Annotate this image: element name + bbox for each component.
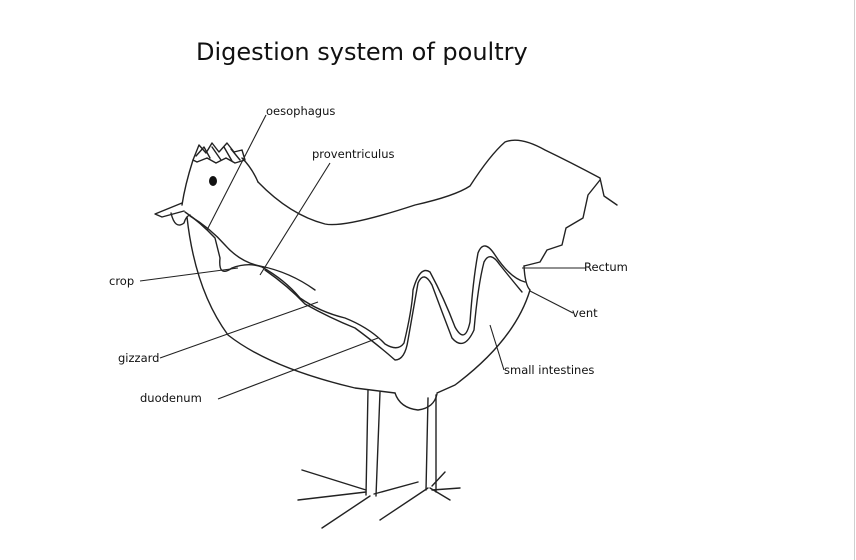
label-small-intestines: small intestines xyxy=(504,363,595,377)
comb xyxy=(192,142,246,164)
leg-left xyxy=(365,389,381,497)
label-rectum: Rectum xyxy=(584,260,628,274)
label-proventriculus: proventriculus xyxy=(312,147,395,161)
page-title: Digestion system of poultry xyxy=(196,38,528,66)
foot-left xyxy=(297,469,419,529)
leader-duodenum xyxy=(217,337,379,400)
label-duodenum: duodenum xyxy=(140,391,202,405)
leader-small-intestines xyxy=(489,324,505,371)
right-edge-line xyxy=(854,0,855,560)
leg-right xyxy=(425,394,437,493)
tail-feathers xyxy=(523,179,601,267)
rear-outline xyxy=(436,265,531,394)
wattle xyxy=(170,212,191,226)
back-outline xyxy=(257,139,618,226)
leader-gizzard xyxy=(159,301,319,359)
thigh xyxy=(394,392,438,411)
beak xyxy=(154,202,185,218)
label-vent: vent xyxy=(572,306,598,320)
comb-detail xyxy=(195,146,241,162)
digestive-tract xyxy=(184,211,526,349)
breast-outline xyxy=(186,216,396,394)
leader-crop xyxy=(139,267,239,282)
head-outline xyxy=(181,157,259,206)
leader-vent xyxy=(529,290,574,314)
eye xyxy=(209,176,217,186)
label-oesophagus: oesophagus xyxy=(266,104,336,118)
foot-right xyxy=(379,471,461,521)
digestive-tract-inner xyxy=(264,256,523,361)
label-gizzard: gizzard xyxy=(118,351,160,365)
leader-oesophagus xyxy=(206,114,267,231)
leader-proventriculus xyxy=(259,162,331,276)
label-crop: crop xyxy=(109,274,135,288)
neck-line xyxy=(189,215,316,291)
